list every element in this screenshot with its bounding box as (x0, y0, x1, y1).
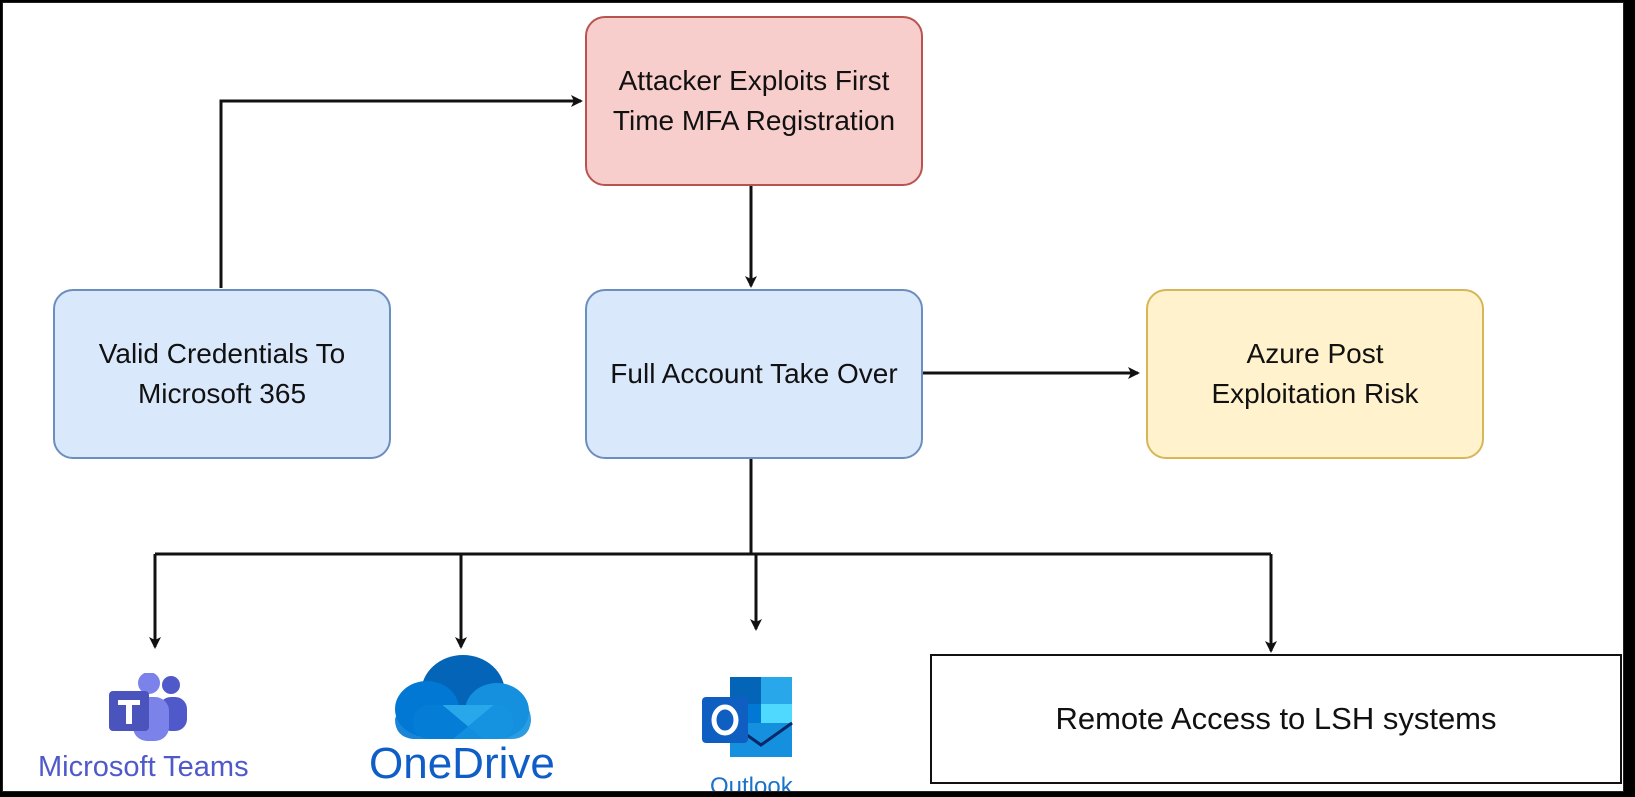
azure-post-exploitation-node: Azure Post Exploitation Risk (1146, 289, 1484, 459)
azure-post-exploitation-label: Azure Post Exploitation Risk (1211, 338, 1419, 409)
attacker-exploits-node: Attacker Exploits First Time MFA Registr… (585, 16, 923, 186)
attacker-exploits-label: Attacker Exploits First Time MFA Registr… (612, 65, 896, 136)
edge-credentials-to-attacker (219, 95, 583, 288)
valid-credentials-node: Valid Credentials To Microsoft 365 (53, 289, 391, 459)
onedrive-cloud-icon (395, 655, 531, 739)
outlook-label: Outlook (710, 773, 793, 792)
connectors (149, 95, 1277, 653)
outlook-icon (702, 677, 793, 757)
onedrive-label: OneDrive (369, 739, 555, 788)
full-account-takeover-label: Full Account Take Over (610, 358, 898, 389)
remote-access-label: Remote Access to LSH systems (1055, 701, 1497, 736)
valid-credentials-label: Valid Credentials To Microsoft 365 (98, 338, 346, 409)
full-account-takeover-node: Full Account Take Over (585, 289, 923, 459)
microsoft-teams-label: Microsoft Teams (38, 751, 249, 783)
remote-access-node: Remote Access to LSH systems (930, 654, 1622, 784)
microsoft-teams-icon (109, 673, 187, 741)
